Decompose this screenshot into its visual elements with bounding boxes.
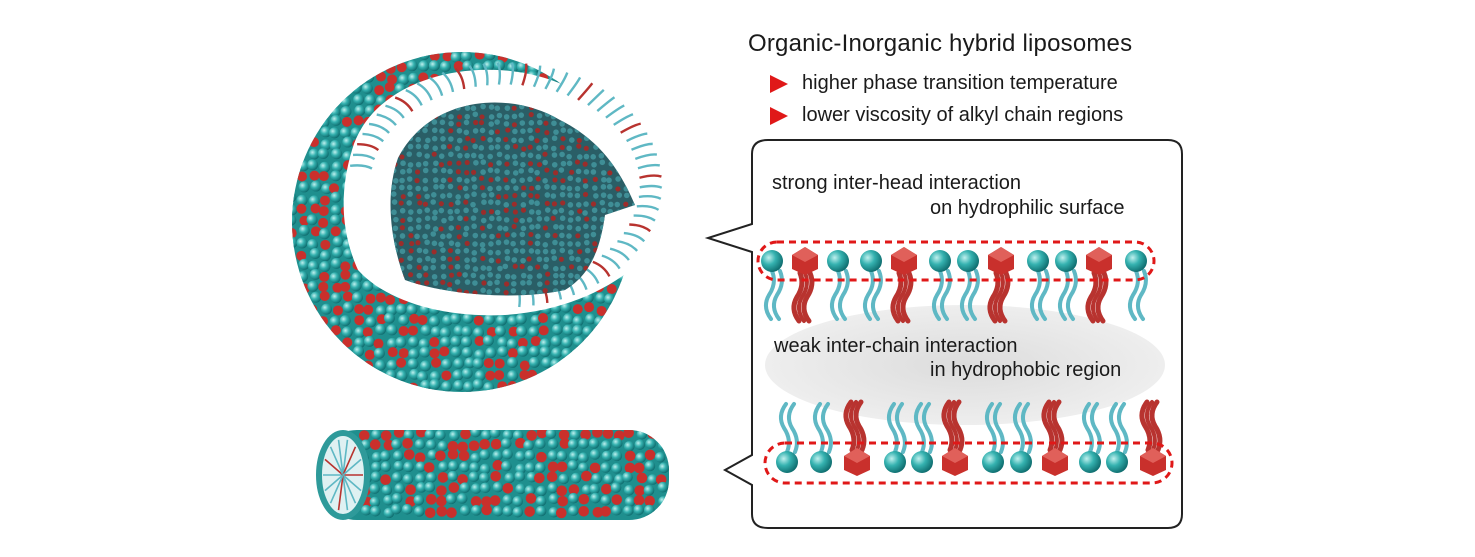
chain-interaction-label-line2: in hydrophobic region [930, 359, 1121, 382]
feature-item: higher phase transition temperature [770, 72, 1118, 95]
head-interaction-label-line1: strong inter-head interaction [772, 172, 1021, 195]
liposome-tube [317, 427, 669, 520]
red-triangle-bullet-icon [770, 107, 788, 125]
feature-text: lower viscosity of alkyl chain regions [802, 104, 1123, 127]
chain-interaction-label-line1: weak inter-chain interaction [774, 335, 1017, 358]
head-interaction-label-line2: on hydrophilic surface [930, 197, 1125, 220]
figure-title: Organic-Inorganic hybrid liposomes [748, 30, 1132, 58]
feature-item: lower viscosity of alkyl chain regions [770, 104, 1123, 127]
red-triangle-bullet-icon [770, 75, 788, 93]
liposome-sphere [285, 49, 668, 393]
feature-text: higher phase transition temperature [802, 72, 1118, 95]
